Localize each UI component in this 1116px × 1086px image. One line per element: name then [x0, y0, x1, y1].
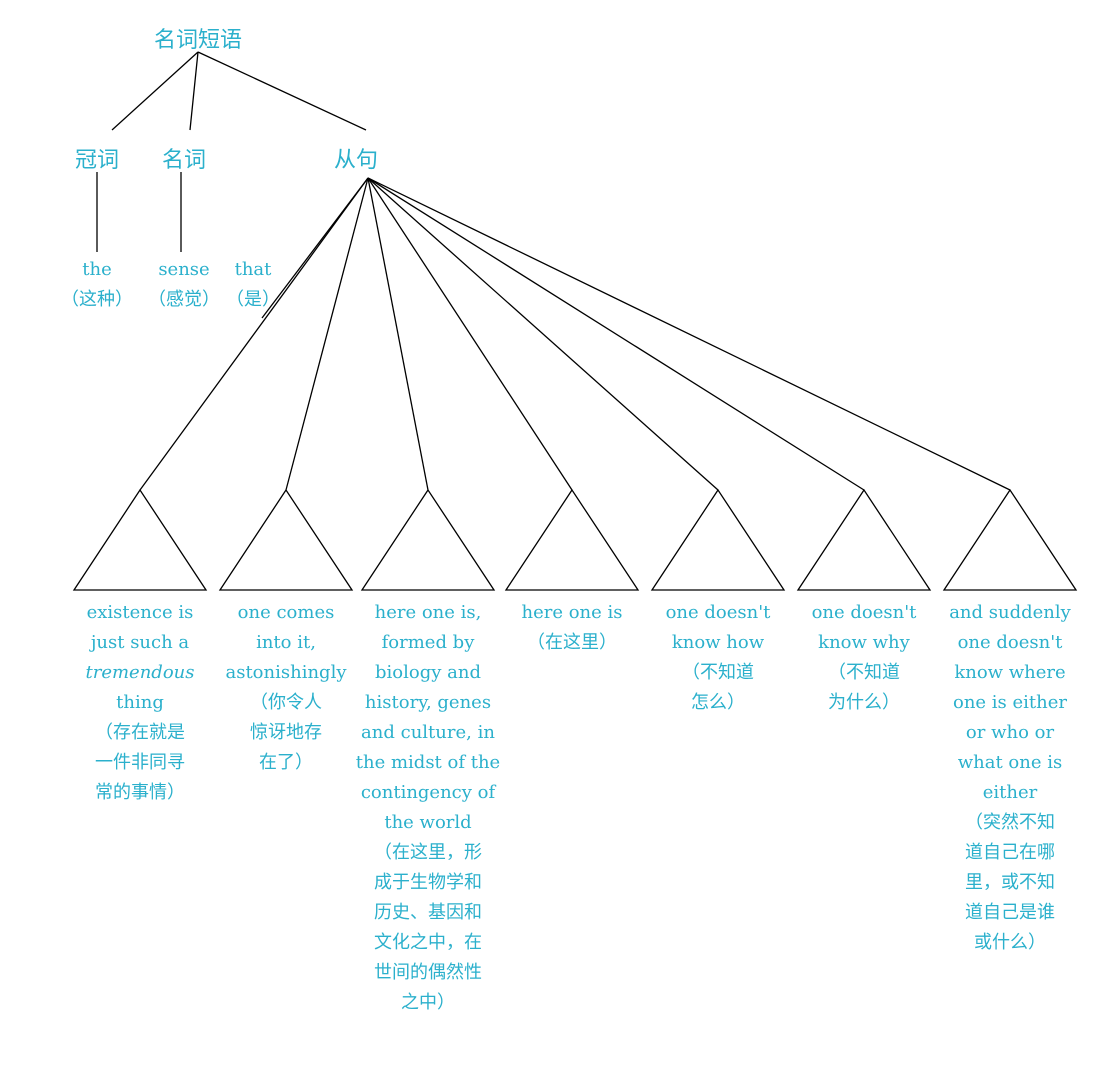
clause-text-line: 为什么） — [827, 692, 900, 713]
leaf-article-gloss: （这种） — [61, 289, 133, 310]
leaf-noun-word: sense — [158, 259, 210, 280]
clause-text-line: know where — [954, 662, 1066, 683]
clause-triangles — [72, 488, 1078, 591]
clause-text-line: 怎么） — [690, 692, 745, 713]
clause-text-line: 历史、基因和 — [373, 902, 482, 923]
clause-text-line: here one is — [521, 602, 623, 623]
edge-root-article — [111, 51, 199, 131]
leaf-noun: sense （感觉） — [148, 255, 220, 315]
clause-text-line: （不知道 — [681, 662, 754, 683]
clause-text-line: （突然不知 — [965, 812, 1055, 833]
clause-text-line: here one is, — [374, 602, 482, 623]
clause-triangle-5 — [650, 488, 786, 591]
clause-text-line: formed by — [381, 632, 475, 653]
edge-clause-5 — [367, 177, 719, 491]
edge-clause-7 — [367, 177, 1011, 491]
clause-text-line: into it, — [256, 632, 316, 653]
edge-clause-6 — [367, 177, 865, 491]
tree-edges — [96, 51, 1011, 491]
clause-text-line: tremendous — [85, 662, 195, 683]
clause-text-line: know how — [671, 632, 765, 653]
clause-text-line: just such a — [90, 632, 190, 653]
clause-text-line: （在这里） — [527, 632, 617, 653]
clause-text-line: 之中） — [400, 992, 455, 1013]
clause-text-line: 一件非同寻 — [95, 752, 185, 773]
clause-text-line: or who or — [965, 722, 1055, 743]
clause-text-line: （你令人 — [250, 692, 322, 713]
edge-root-noun — [189, 51, 199, 131]
clause-text-7: and suddenly one doesn't know where one is … — [949, 598, 1071, 958]
clause-text-6: one doesn't know why （不知道为什么） — [812, 598, 917, 718]
clause-text-line: （存在就是 — [95, 722, 185, 743]
clause-text-line: 成于生物学和 — [373, 872, 482, 893]
edge-clause-3 — [367, 177, 429, 491]
leaf-article-word: the — [82, 259, 112, 280]
leaf-that-gloss: （是） — [226, 289, 280, 310]
clause-text-line: biology and — [375, 662, 481, 683]
clause-text-line: the world — [384, 812, 472, 833]
clause-text-line: and culture, in — [361, 722, 495, 743]
clause-triangle-7 — [942, 488, 1078, 591]
clause-text-line: what one is — [957, 752, 1063, 773]
clause-triangle-6 — [796, 488, 932, 591]
clause-text-line: 在了） — [259, 752, 313, 773]
clause-text-line: know why — [818, 632, 910, 653]
clause-text-line: one is either — [952, 692, 1067, 713]
clause-text-line: one comes — [237, 602, 335, 623]
clause-text-3: here one is, formed by biology and history,… — [356, 598, 500, 1018]
clause-triangle-1 — [72, 488, 208, 591]
edge-clause-4 — [367, 177, 573, 491]
clause-text-line: thing — [116, 692, 164, 713]
leaf-noun-gloss: （感觉） — [148, 289, 220, 310]
clause-text-line: （不知道 — [827, 662, 900, 683]
leaf-that-word: that — [234, 259, 272, 280]
clause-triangle-4 — [504, 488, 640, 591]
clause-text-line: 文化之中，在 — [373, 932, 482, 953]
clause-text-line: 惊讶地存 — [250, 722, 322, 743]
clause-text-line: one doesn't — [811, 602, 917, 623]
clause-text-line: and suddenly — [949, 602, 1071, 623]
clause-text-line: one doesn't — [957, 632, 1063, 653]
clause-text-line: existence is — [86, 602, 194, 623]
leaf-that: that （是） — [226, 255, 280, 315]
clause-text-line: 道自己是谁 — [965, 902, 1055, 923]
clause-triangle-3 — [360, 488, 496, 591]
clause-text-line: 里，或不知 — [965, 872, 1055, 893]
clause-text-line: （在这里，形 — [373, 842, 482, 863]
clause-text-line: either — [982, 782, 1038, 803]
clause-text-line: one doesn't — [665, 602, 771, 623]
clause-text-line: contingency of — [360, 782, 496, 803]
edge-clause-1 — [139, 177, 369, 491]
clause-text-2: one comes into it, astonishingly （你令人惊讶地存在了… — [225, 598, 346, 778]
clause-text-line: astonishingly — [225, 662, 347, 683]
node-noun-label: 名词 — [161, 148, 207, 173]
clause-text-line: history, genes — [364, 692, 492, 713]
clause-text-1: existence is just such a tremendous thing （存… — [86, 598, 195, 808]
leaf-article: the （这种） — [61, 255, 133, 315]
clause-text-line: 道自己在哪 — [965, 842, 1055, 863]
node-article-label: 冠词 — [74, 148, 120, 173]
clause-text-line: the midst of the — [355, 752, 501, 773]
root-node-label: 名词短语 — [153, 28, 243, 53]
clause-text-5: one doesn't know how （不知道怎么） — [666, 598, 771, 718]
edge-clause-2 — [285, 177, 369, 491]
clause-text-line: 世间的偶然性 — [373, 962, 482, 983]
clause-text-4: here one is （在这里） — [521, 598, 622, 658]
clause-text-line: 或什么） — [974, 932, 1046, 953]
node-clause-label: 从句 — [333, 148, 379, 173]
edge-root-clause — [197, 51, 367, 131]
clause-triangle-2 — [218, 488, 354, 591]
clause-text-line: 常的事情） — [95, 782, 185, 803]
